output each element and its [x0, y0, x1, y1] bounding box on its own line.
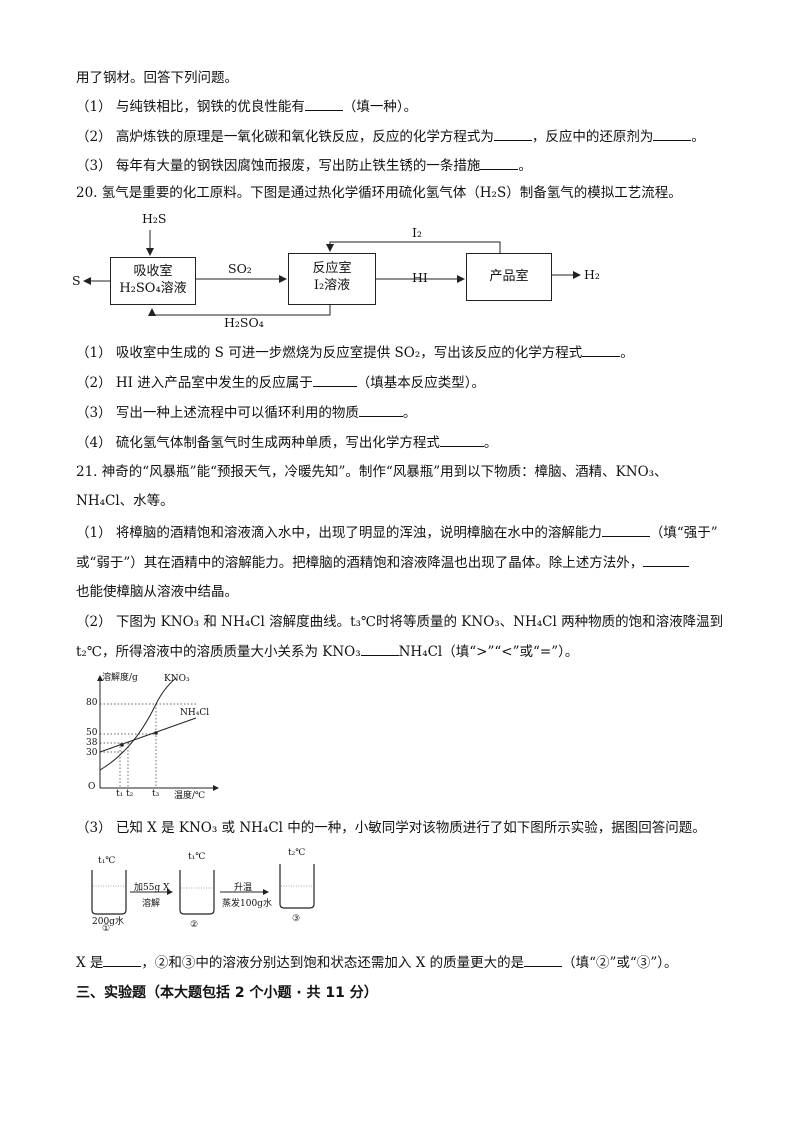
answer-blank[interactable] [312, 372, 357, 387]
i2-label: I₂ [412, 225, 422, 240]
section-3-heading: 三、实验题（本大题包括 2 个小题 · 共 11 分） [76, 985, 378, 1001]
h2so4-label: H₂SO₄ [224, 315, 264, 330]
step2-top-label: 升温 [234, 883, 253, 893]
kno3-curve-label: KNO₃ [164, 674, 190, 684]
h2s-label: H₂S [142, 211, 167, 226]
q21-part1-c: 也能使樟脑从溶液中结晶。 [76, 584, 238, 600]
temp-label-1: t₁℃ [98, 856, 116, 866]
answer-blank[interactable] [653, 126, 692, 141]
q20-part2: （2） HI 进入产品室中发生的反应属于（填基本反应类型）。 [76, 372, 485, 393]
experiment-figure: t₁℃ t₁℃ t₂℃ 加55g X 溶解 升温 蒸发100g水 200g水 ①… [84, 848, 344, 934]
q21-answer-line: X 是，②和③中的溶液分别达到饱和状态还需加入 X 的质量更大的是（填“②”或“… [76, 952, 677, 973]
q19-part1: （1） 与纯铁相比，钢铁的优良性能有（填一种）。 [76, 96, 417, 117]
solubility-curves [97, 675, 219, 791]
h2-label: H₂ [584, 267, 600, 282]
product-chamber-box: 产品室 [466, 253, 552, 301]
x-tick-t1: t₁ [116, 789, 124, 799]
temp-label-3: t₂℃ [288, 848, 306, 858]
answer-blank[interactable] [643, 552, 690, 567]
temp-label-2: t₁℃ [188, 852, 206, 862]
hi-label: HI [412, 270, 428, 285]
y-tick-38: 38 [86, 738, 98, 748]
answer-blank[interactable] [103, 952, 142, 967]
q21-stem-1: 21. 神奇的“风暴瓶”能“预报天气，冷暖先知”。制作“风暴瓶”用到以下物质：樟… [76, 464, 668, 480]
beaker-num-3: ③ [292, 914, 301, 924]
answer-blank[interactable] [360, 641, 399, 656]
answer-blank[interactable] [524, 952, 563, 967]
product-label: 产品室 [489, 269, 529, 284]
beaker-num-1: ① [102, 924, 111, 934]
graph-origin: O [88, 782, 96, 792]
step2-bottom-label: 蒸发100g水 [222, 899, 272, 909]
q19-part2: （2） 高炉炼铁的原理是一氧化碳和氧化铁反应，反应的化学方程式为，反应中的还原剂… [76, 126, 705, 147]
answer-blank[interactable] [480, 155, 519, 170]
q20-part4: （4） 硫化氢气体制备氢气时生成两种单质，写出化学方程式。 [76, 432, 497, 453]
step1-bottom-label: 溶解 [142, 899, 161, 909]
absorption-chamber-box: 吸收室 H₂SO₄溶液 [110, 257, 196, 305]
y-tick-80: 80 [86, 698, 98, 708]
intro-text: 用了钢材。回答下列问题。 [76, 70, 238, 86]
answer-blank[interactable] [582, 342, 621, 357]
q21-part1-b: 或“弱于”）其在酒精中的溶解能力。把樟脑的酒精饱和溶液降温也出现了晶体。除上述方… [76, 552, 690, 573]
nh4cl-line-label: NH₄Cl [180, 708, 210, 718]
q20-part1: （1） 吸收室中生成的 S 可进一步燃烧为反应室提供 SO₂，写出该反应的化学方… [76, 342, 634, 363]
q19-part3: （3） 每年有大量的钢铁因腐蚀而报废，写出防止铁生锈的一条措施。 [76, 155, 532, 176]
flow-diagram: H₂S S 吸收室 H₂SO₄溶液 SO₂ 反应室 I₂溶液 HI 产品室 H₂… [60, 205, 620, 330]
y-tick-50: 50 [86, 728, 98, 738]
beakers-svg [91, 864, 315, 915]
answer-blank[interactable] [358, 402, 403, 417]
graph-ylabel: 溶解度/g [102, 673, 138, 683]
answer-blank[interactable] [601, 522, 650, 537]
absorb-label-1: 吸收室 [133, 264, 173, 279]
q21-part2-a: （2） 下图为 KNO₃ 和 NH₄Cl 溶解度曲线。t₃℃时将等质量的 KNO… [76, 614, 724, 630]
q21-part3: （3） 已知 X 是 KNO₃ 或 NH₄Cl 中的一种，小敏同学对该物质进行了… [76, 820, 706, 836]
flow-arrows [83, 230, 581, 316]
answer-blank[interactable] [493, 126, 532, 141]
y-tick-30: 30 [86, 748, 98, 758]
react-label-1: 反应室 [312, 261, 352, 276]
reaction-chamber-box: 反应室 I₂溶液 [288, 253, 376, 305]
q20-part3: （3） 写出一种上述流程中可以循环利用的物质。 [76, 402, 416, 423]
s-label: S [72, 273, 81, 288]
q20-stem: 20. 氢气是重要的化工原料。下图是通过热化学循环用硫化氢气体（H₂S）制备氢气… [76, 185, 682, 201]
q21-stem-2: NH₄Cl、水等。 [76, 493, 174, 509]
x-tick-t3: t₃ [152, 789, 160, 799]
so2-label: SO₂ [228, 261, 252, 276]
beaker-num-2: ② [190, 920, 199, 930]
step1-top-label: 加55g X [134, 883, 170, 893]
solubility-graph: 溶解度/g KNO₃ NH₄Cl 80 50 38 30 O t₁ t₂ t₃ … [84, 670, 224, 801]
q21-part1-a: （1） 将樟脑的酒精饱和溶液滴入水中，出现了明显的浑浊，说明樟脑在水中的溶解能力… [76, 522, 718, 543]
absorb-label-2: H₂SO₄溶液 [119, 281, 187, 296]
answer-blank[interactable] [439, 432, 484, 447]
graph-xlabel: 温度/℃ [174, 791, 206, 801]
react-label-2: I₂溶液 [313, 278, 351, 293]
water-label: 200g水 [92, 917, 124, 927]
x-tick-t2: t₂ [126, 789, 134, 799]
answer-blank[interactable] [304, 96, 343, 111]
